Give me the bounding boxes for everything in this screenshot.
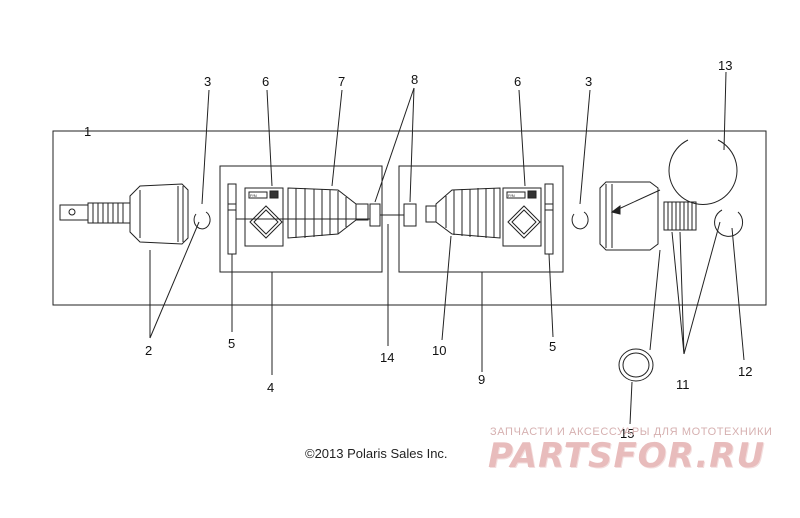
outer-cv-joint-left [59, 183, 189, 245]
callout-15: 15 [620, 426, 634, 441]
packet-label-right: P/N [508, 193, 515, 198]
snap-ring-left [193, 211, 211, 230]
callout-5-right: 5 [549, 339, 556, 354]
callout-12: 12 [738, 364, 752, 379]
clamp-left [227, 183, 237, 255]
callout-10: 10 [432, 343, 446, 358]
callout-4: 4 [267, 380, 274, 395]
packet-labels: P/N P/N [250, 193, 515, 198]
callout-6-right: 6 [514, 74, 521, 89]
watermark-tagline: ЗАПЧАСТИ И АКСЕССУАРЫ ДЛЯ МОТОТЕХНИКИ [490, 426, 773, 438]
inner-cv-joint-right [599, 181, 697, 251]
callout-11: 11 [676, 377, 690, 392]
callout-8: 8 [411, 72, 418, 87]
callout-13: 13 [718, 58, 732, 73]
callout-1: 1 [84, 124, 91, 139]
callout-3-right: 3 [585, 74, 592, 89]
boot-kit-box-left [219, 165, 383, 273]
copyright-text: ©2013 Polaris Sales Inc. [305, 446, 448, 461]
small-clamps [369, 203, 417, 227]
callout-9: 9 [478, 372, 485, 387]
cv-boot-left [287, 187, 369, 239]
callout-7: 7 [338, 74, 345, 89]
grease-packet-right [502, 187, 542, 247]
small-circlip [714, 209, 744, 237]
boot-kit-box-right [398, 165, 564, 273]
leader-lines [149, 71, 745, 425]
callout-2: 2 [145, 343, 152, 358]
grease-packet-left [244, 187, 284, 247]
callout-5-left: 5 [228, 336, 235, 351]
packet-label-left: P/N [250, 193, 257, 198]
clamp-right [544, 183, 554, 255]
assembly-outline [52, 130, 767, 306]
snap-ring-right [571, 211, 589, 230]
callout-3-left: 3 [204, 74, 211, 89]
ring-15 [618, 348, 654, 382]
cv-boot-right [425, 187, 501, 239]
large-circlip [668, 139, 738, 206]
watermark-logo: PARTSFOR.RU [488, 436, 766, 476]
callout-6-left: 6 [262, 74, 269, 89]
callout-numbers: 1 2 3 3 4 5 5 6 6 7 8 9 10 11 12 13 14 1… [84, 58, 752, 441]
callout-14: 14 [380, 350, 394, 365]
